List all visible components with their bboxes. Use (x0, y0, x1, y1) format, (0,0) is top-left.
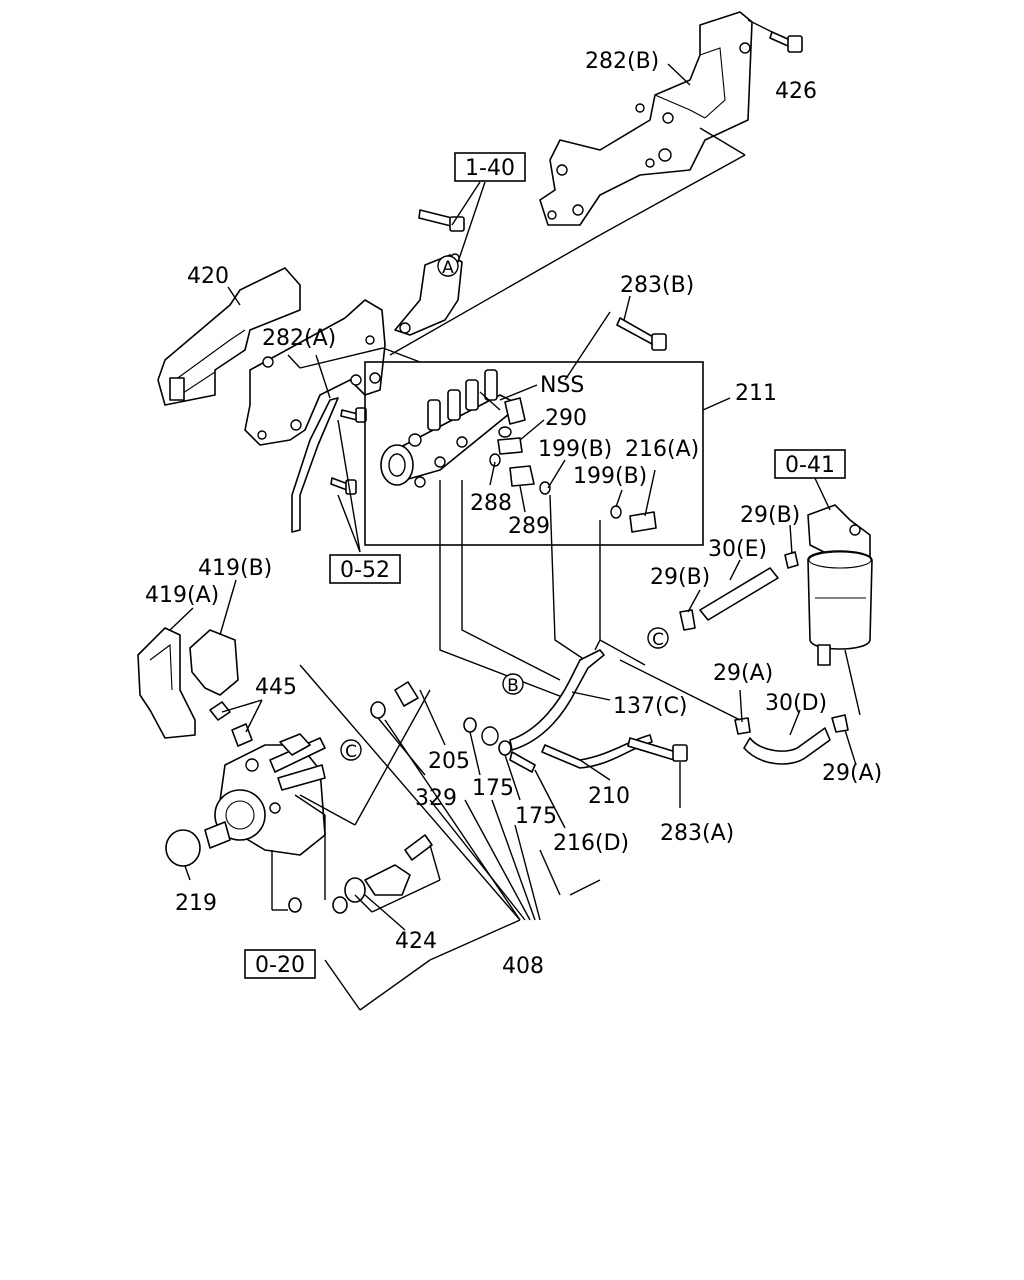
label-175-1: 175 (472, 776, 514, 801)
label-205: 205 (428, 749, 470, 774)
sensor-424 (332, 834, 433, 914)
common-rail-211 (364, 317, 704, 546)
connector-a: A (437, 255, 459, 278)
fuel-filter (784, 504, 873, 666)
bracket-282a (244, 299, 386, 446)
washer-175b (498, 740, 512, 756)
ref-box-0-41-label: 0-41 (785, 453, 835, 478)
ref-box-0-20[interactable]: 0-20 (244, 949, 316, 979)
label-29b-2: 29(B) (650, 565, 710, 590)
leader-lines (169, 19, 861, 1011)
callout-labels: 282(B) 426 420 282(A) 283(B) NSS 290 211… (145, 49, 882, 979)
connector-c-right-label: C (652, 630, 664, 650)
bracket-282b (539, 11, 753, 226)
label-199b-1: 199(B) (538, 437, 612, 462)
connector-b: B (502, 673, 524, 696)
label-216a: 216(A) (625, 437, 699, 462)
label-426: 426 (775, 79, 817, 104)
label-199b-2: 199(B) (573, 464, 647, 489)
bracket-419a (137, 627, 196, 739)
ref-box-0-52[interactable]: 0-52 (329, 554, 401, 584)
connector-c-left-label: C (345, 742, 357, 762)
label-288: 288 (470, 491, 512, 516)
label-420: 420 (187, 264, 229, 289)
strap-0-52 (291, 397, 367, 533)
ref-box-1-40-label: 1-40 (465, 156, 515, 181)
hose-30d (734, 714, 849, 765)
fuel-pipes (439, 480, 653, 769)
label-211: 211 (735, 381, 777, 406)
bolt-283a (627, 737, 688, 762)
label-175-2: 175 (515, 804, 557, 829)
label-219: 219 (175, 891, 217, 916)
label-424: 424 (395, 929, 437, 954)
connector-a-label: A (442, 258, 454, 278)
hose-30e (679, 567, 779, 631)
label-30d: 30(D) (765, 691, 827, 716)
label-30e: 30(E) (708, 537, 767, 562)
nut-0-20 (288, 897, 302, 913)
label-329: 329 (415, 786, 457, 811)
bolt-216d (509, 751, 536, 773)
ref-box-1-40[interactable]: 1-40 (454, 152, 526, 182)
bracket-420 (157, 267, 301, 406)
o-ring-219 (165, 829, 201, 867)
label-283a: 283(A) (660, 821, 734, 846)
connector-c-left: C (340, 739, 362, 762)
label-445: 445 (255, 675, 297, 700)
label-289: 289 (508, 514, 550, 539)
label-282b: 282(B) (585, 49, 659, 74)
bracket-419b (189, 629, 239, 696)
label-nss: NSS (540, 373, 584, 398)
connector-c-right: C (647, 627, 669, 650)
label-216d: 216(D) (553, 831, 629, 856)
label-137c: 137(C) (613, 694, 688, 719)
label-283b: 283(B) (620, 273, 694, 298)
label-419a: 419(A) (145, 583, 219, 608)
label-282a: 282(A) (262, 326, 336, 351)
ref-box-0-52-label: 0-52 (340, 558, 390, 583)
label-29a-1: 29(A) (713, 661, 773, 686)
connector-b-label: B (507, 676, 519, 696)
fitting-205 (370, 681, 419, 719)
washer-175a (463, 717, 477, 733)
label-29a-2: 29(A) (822, 761, 882, 786)
ref-box-0-41[interactable]: 0-41 (774, 449, 846, 479)
label-210: 210 (588, 784, 630, 809)
ref-box-0-20-label: 0-20 (255, 953, 305, 978)
bolt-426 (769, 31, 803, 53)
injection-pump (204, 733, 326, 856)
label-408: 408 (502, 954, 544, 979)
label-29b-1: 29(B) (740, 503, 800, 528)
label-419b: 419(B) (198, 556, 272, 581)
label-290: 290 (545, 406, 587, 431)
